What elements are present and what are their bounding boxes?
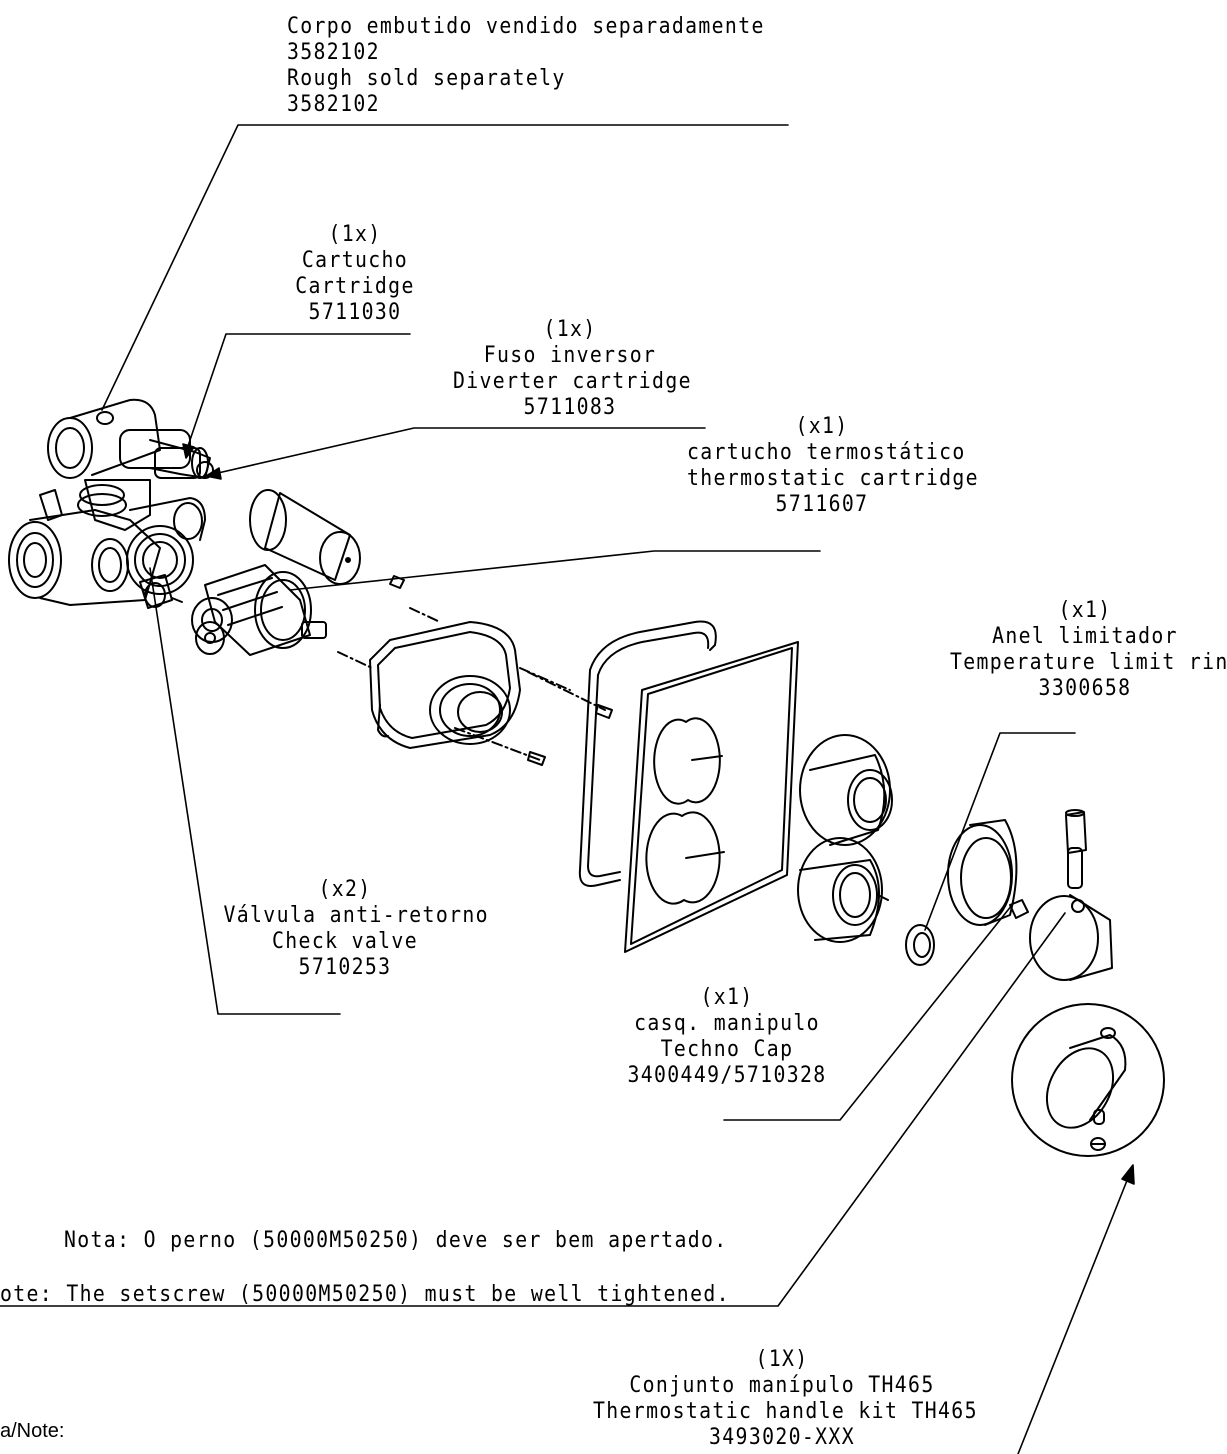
label-thermostatic: (x1) cartucho termostático thermostatic …	[687, 414, 979, 518]
thermo-pt: cartucho termostático	[687, 440, 966, 465]
leader-lines	[0, 124, 1135, 1454]
handle-kit-assembled-part	[1011, 1003, 1165, 1157]
check-valve-qty: (x2)	[318, 877, 372, 902]
limit-ring-en: Temperature limit ring	[950, 650, 1227, 675]
note-en: ote: The setscrew (50000M50250) must be …	[0, 1282, 730, 1307]
thermo-code: 5711607	[775, 492, 869, 517]
cartridge-code: 5711030	[308, 300, 402, 325]
handle-knob-part	[1029, 809, 1113, 981]
rough-code-1: 3582102	[287, 40, 380, 65]
limit-ring-qty: (x1)	[1058, 598, 1112, 623]
check-valve-pt: Válvula anti-retorno	[223, 903, 489, 928]
label-limit-ring: (x1) Anel limitador Temperature limit ri…	[950, 598, 1227, 702]
label-techno-cap: (x1) casq. manipulo Techno Cap 3400449/5…	[624, 985, 831, 1089]
limit-ring-part	[905, 819, 1029, 966]
cap-pt: casq. manipulo	[634, 1011, 820, 1036]
handle-kit-code: 3493020-XXX	[709, 1425, 855, 1450]
diverter-cylinder-part	[249, 489, 405, 589]
diverter-qty: (1x)	[543, 317, 597, 342]
cap-qty: (x1)	[700, 985, 754, 1010]
cartridge-qty: (1x)	[328, 222, 382, 247]
check-valve-code: 5710253	[298, 955, 392, 980]
rough-en: Rough sold separately	[287, 66, 566, 91]
label-diverter: (1x) Fuso inversor Diverter cartridge 57…	[453, 317, 692, 421]
rough-pt: Corpo embutido vendido separadamente	[287, 14, 765, 39]
label-rough: Corpo embutido vendido separadamente 358…	[287, 14, 765, 118]
thermostatic-cartridge-part	[191, 564, 327, 656]
thermo-qty: (x1)	[795, 414, 849, 439]
rough-code-2: 3582102	[287, 92, 380, 117]
rough-valve-body	[8, 398, 214, 606]
label-handle-kit: (1X) Conjunto manípulo TH465 Thermostati…	[593, 1347, 978, 1451]
techno-cap-part	[797, 734, 893, 943]
limit-ring-pt: Anel limitador	[992, 624, 1178, 649]
label-cartridge: (1x) Cartucho Cartridge 5711030	[274, 222, 436, 326]
handle-kit-qty: (1X)	[755, 1347, 809, 1372]
cartridge-pt: Cartucho	[301, 248, 409, 273]
label-check-valve: (x2) Válvula anti-retorno Check valve 57…	[223, 877, 489, 981]
check-valve-part	[139, 574, 183, 609]
cartridge-en: Cartridge	[295, 274, 415, 299]
handle-kit-pt: Conjunto manípulo TH465	[629, 1373, 935, 1398]
cap-en: Techno Cap	[660, 1037, 794, 1062]
footer-note-label: a/Note:	[0, 1420, 65, 1442]
thermo-en: thermostatic cartridge	[687, 466, 979, 491]
cartridge-part	[154, 447, 209, 479]
gasket-part	[578, 620, 717, 887]
diverter-pt: Fuso inversor	[483, 343, 657, 368]
diverter-code: 5711083	[523, 395, 617, 420]
trim-housing-part	[337, 607, 613, 766]
cap-code: 3400449/5710328	[627, 1063, 827, 1088]
note-pt: Nota: O perno (50000M50250) deve ser bem…	[64, 1228, 728, 1253]
handle-kit-en: Thermostatic handle kit TH465	[593, 1399, 978, 1424]
limit-ring-code: 3300658	[1038, 676, 1132, 701]
cover-plate-part	[624, 641, 799, 953]
diverter-en: Diverter cartridge	[453, 369, 692, 394]
check-valve-en: Check valve	[272, 929, 418, 954]
